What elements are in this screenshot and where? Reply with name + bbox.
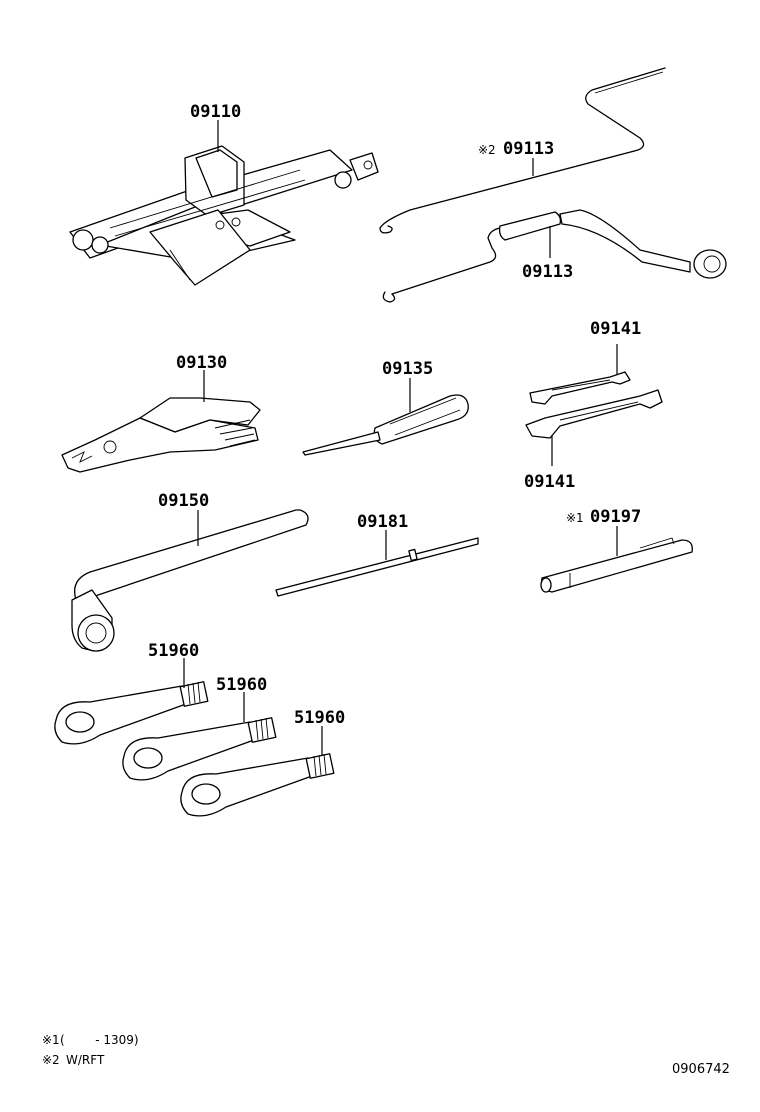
note-2-text: W/RFT xyxy=(66,1053,105,1067)
jack-part[interactable] xyxy=(69,145,379,286)
towing-eye-1-part-number: 51960 xyxy=(148,641,199,661)
pliers-part-number: 09130 xyxy=(176,353,227,373)
wrench-bottom-part[interactable] xyxy=(525,389,663,439)
jack-handle-rft-part-number: 09113 xyxy=(503,139,554,159)
wrench-bottom-part-number: 09141 xyxy=(524,472,575,492)
jack-handle-rft-part[interactable] xyxy=(379,67,666,234)
lug-wrench-part[interactable] xyxy=(71,509,309,652)
rod-part-number: 09181 xyxy=(357,512,408,532)
towing-eye-2-part[interactable] xyxy=(122,717,277,781)
rod-part[interactable] xyxy=(275,537,479,597)
screwdriver-part[interactable] xyxy=(302,394,469,456)
towing-eye-3-part[interactable] xyxy=(180,753,335,817)
wrench-top-part[interactable] xyxy=(529,371,631,405)
towing-eye-2-part-number: 51960 xyxy=(216,675,267,695)
towing-eye-1-part[interactable] xyxy=(54,681,209,745)
screwdriver-part-number: 09135 xyxy=(382,359,433,379)
note-1-text: ( - 1309) xyxy=(60,1033,139,1047)
tool-pen-part[interactable] xyxy=(540,537,693,593)
diagram-id: 0906742 xyxy=(672,1062,730,1077)
pliers-part[interactable] xyxy=(61,397,261,473)
tool-pen-part-number: 09197 xyxy=(590,507,641,527)
towing-eye-3-part-number: 51960 xyxy=(294,708,345,728)
note-1-marker: ※1 xyxy=(42,1033,60,1047)
tool-pen-marker: ※1 xyxy=(566,511,584,525)
jack-handle-rft-marker: ※2 xyxy=(478,143,496,157)
lug-wrench-part-number: 09150 xyxy=(158,491,209,511)
jack-part-number: 09110 xyxy=(190,102,241,122)
jack-handle-part-number: 09113 xyxy=(522,262,573,282)
note-2-marker: ※2 xyxy=(42,1053,60,1067)
wrench-top-part-number: 09141 xyxy=(590,319,641,339)
jack-handle-part[interactable] xyxy=(382,209,727,303)
